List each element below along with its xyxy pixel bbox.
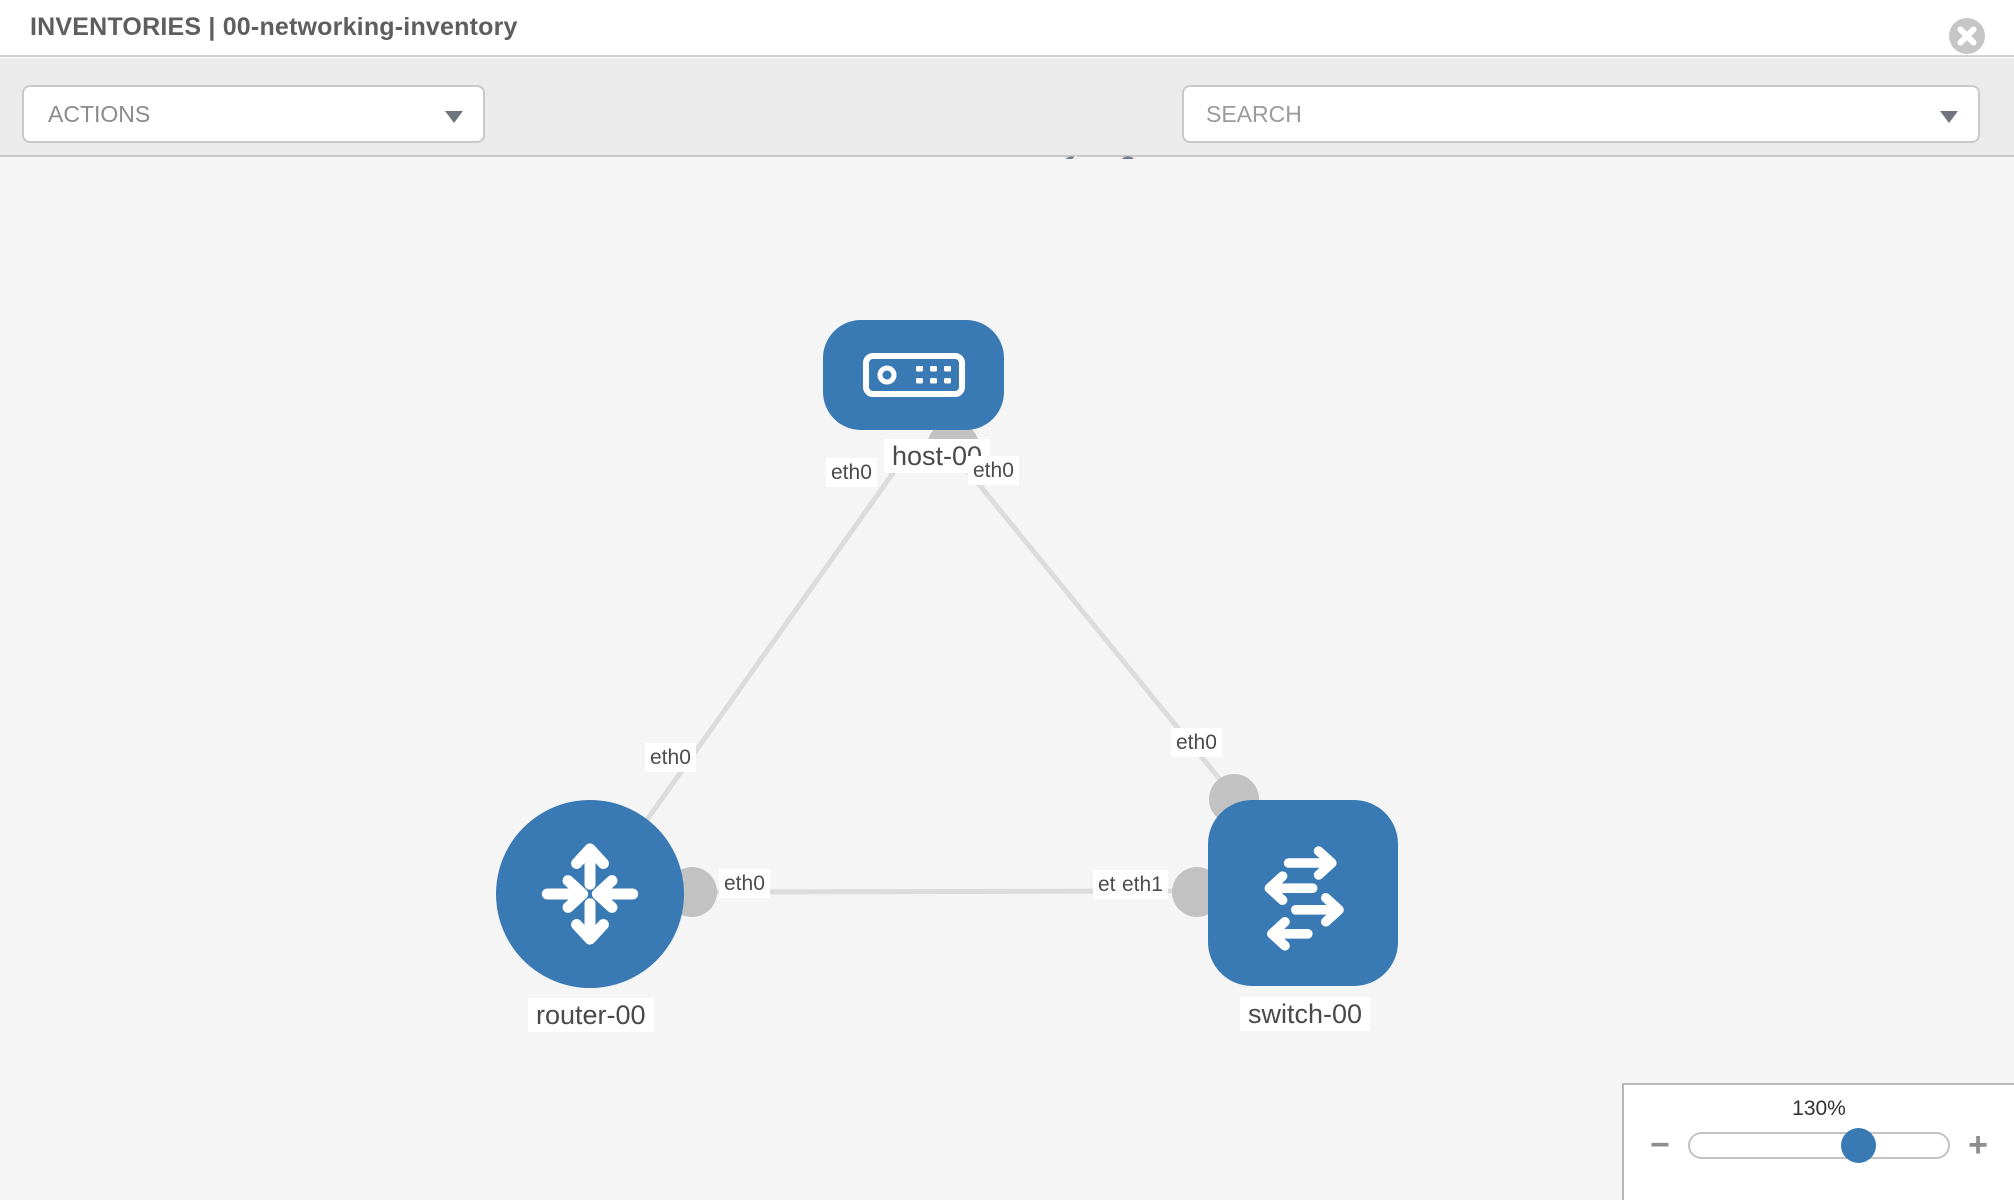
router-icon [541,843,639,945]
header: INVENTORIES | 00-networking-inventory [0,0,2014,57]
switch-icon [1264,846,1344,951]
zoom-slider-knob[interactable] [1840,1128,1876,1163]
search-dropdown[interactable] [1182,85,1980,143]
close-icon [1949,18,1985,54]
host-icon [862,353,965,397]
close-button[interactable] [1948,17,1986,55]
node-switch-00[interactable] [1208,800,1398,986]
search-input[interactable] [1206,100,1906,128]
interface-label-host-eth0-right: eth0 [968,456,1019,485]
page-title: INVENTORIES | 00-networking-inventory [30,13,518,41]
interface-label-switch-eth1: eth1 [1117,870,1168,899]
zoom-out-button[interactable]: − [1646,1128,1674,1162]
interface-label-router-eth0: eth0 [719,869,770,898]
toolbar: ACTIONS [0,59,2014,188]
node-host-00[interactable] [823,320,1004,430]
actions-dropdown[interactable]: ACTIONS [22,85,485,143]
topology-canvas[interactable]: host-00 router-00 switch-00 eth0 eth0 et… [0,159,2014,1200]
zoom-level-value: 130% [1792,1097,1846,1120]
zoom-in-button[interactable]: + [1964,1128,1992,1162]
interface-label-switch-eth0-uplink: eth0 [1171,728,1222,757]
edge-host-router [602,440,918,881]
zoom-panel: 130% − + [1622,1083,2014,1200]
node-router-00[interactable] [496,800,684,988]
node-label-switch-00: switch-00 [1240,997,1371,1031]
chevron-down-icon [445,111,463,123]
actions-dropdown-label: ACTIONS [48,100,151,127]
chevron-down-icon [1940,111,1958,123]
interface-label-host-eth0-left: eth0 [826,458,877,487]
node-label-router-00: router-00 [528,998,654,1032]
topology-edges [602,440,1242,895]
zoom-slider-track[interactable] [1687,1128,1951,1163]
interface-label-router-eth0-uplink: eth0 [645,743,696,772]
